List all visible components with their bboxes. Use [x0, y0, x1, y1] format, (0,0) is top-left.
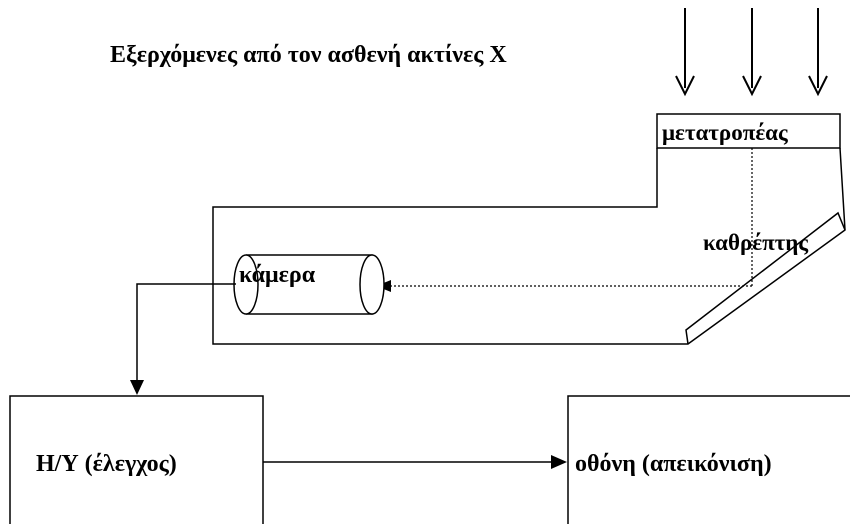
camera-label: κάμερα [239, 262, 316, 288]
converter-label: μετατροπέας [662, 120, 788, 145]
computer-label: Η/Υ (έλεγχος) [36, 451, 177, 477]
computer-to-screen-arrowhead [551, 455, 567, 469]
camera-lens-end [359, 254, 385, 315]
xray-arrow-3-head [808, 75, 828, 97]
xray-arrow-2-head [742, 75, 762, 97]
xray-arrow-1-head [675, 75, 695, 97]
computer-box [9, 395, 264, 524]
incoming-xrays-label: Εξερχόμενες από τον ασθενή ακτίνες Χ [110, 42, 507, 68]
camera-cylinder [233, 254, 385, 315]
mirror-label: καθρέπτης [703, 230, 808, 255]
xray-arrows [675, 8, 828, 97]
screen-box [567, 395, 850, 524]
converter-box [656, 113, 841, 149]
camera-to-computer-arrowhead [130, 380, 144, 395]
mirror-shape [685, 211, 846, 345]
camera-to-computer-line [136, 283, 236, 382]
screen-label: οθόνη (απεικόνιση) [575, 451, 772, 477]
